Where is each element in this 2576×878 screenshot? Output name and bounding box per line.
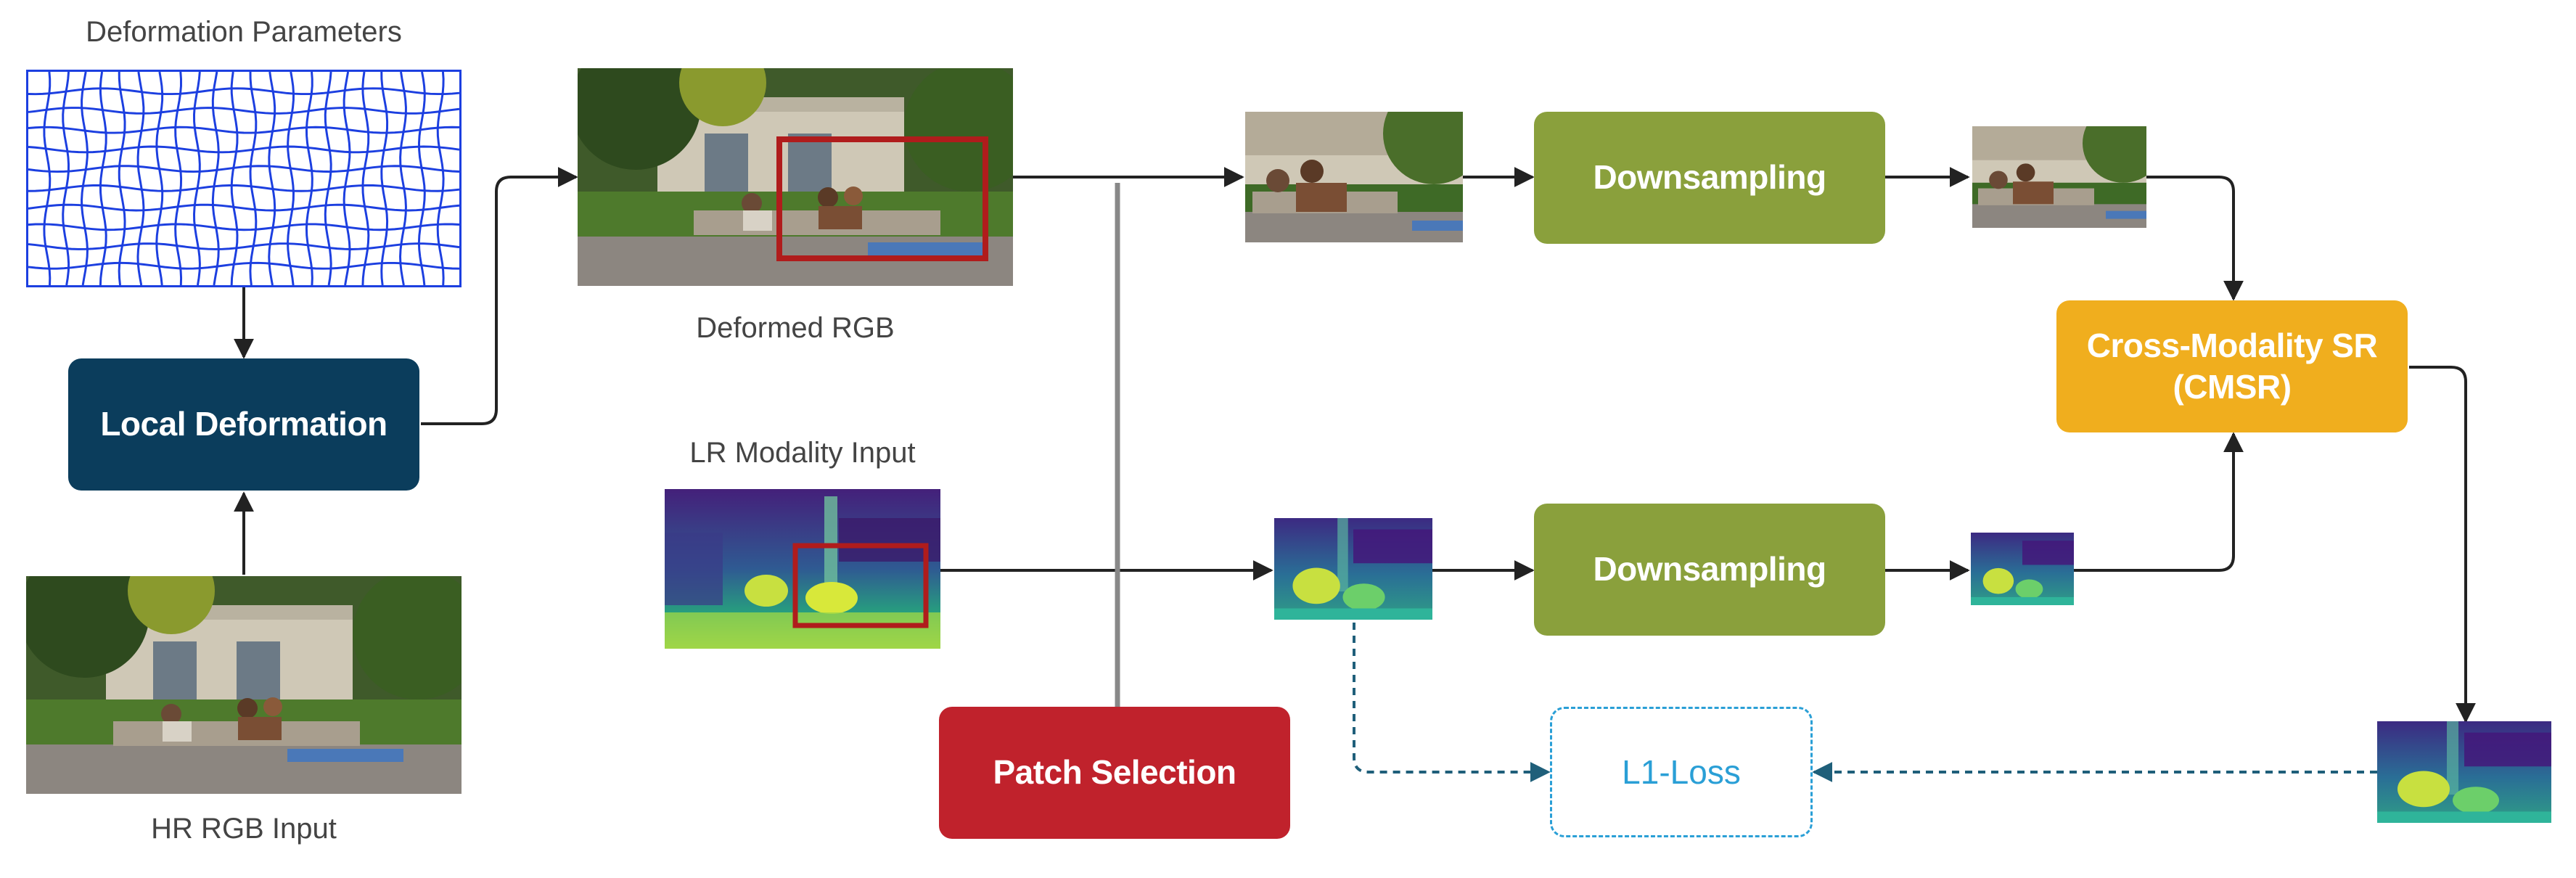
grid-line-horizontal <box>28 107 459 115</box>
patch-selection-block: Patch Selection <box>939 707 1290 839</box>
lr-selection-box <box>792 543 929 628</box>
deformation-grid-image <box>26 70 462 287</box>
grid-line-vertical <box>268 72 276 285</box>
arrow-cmsr-to-output <box>2409 366 2476 723</box>
grid-line-vertical <box>211 72 220 285</box>
grid-line-vertical <box>305 72 313 285</box>
arrow-deform-to-deformed-rgb <box>421 167 578 425</box>
grid-line-vertical <box>399 72 407 285</box>
grid-line-horizontal <box>28 261 459 270</box>
grid-line-vertical <box>136 72 145 285</box>
grid-line-vertical <box>81 72 89 285</box>
grid-line-horizontal <box>28 203 459 212</box>
grid-line-vertical <box>342 72 351 285</box>
grid-line-horizontal <box>28 87 459 96</box>
grid-line-vertical <box>249 72 258 285</box>
grid-line-vertical <box>436 72 445 285</box>
grid-line-vertical <box>193 72 201 285</box>
downsampling-top-label: Downsampling <box>1593 158 1826 197</box>
cmsr-block: Cross-Modality SR (CMSR) <box>2056 300 2408 432</box>
grid-line-horizontal <box>28 126 459 134</box>
arrow-small-lr-to-cmsr <box>2074 432 2244 572</box>
caption-lr-modality-input: LR Modality Input <box>689 437 916 469</box>
grid-line-vertical <box>155 72 164 285</box>
caption-deformed-rgb: Deformed RGB <box>696 312 895 344</box>
sr-output-image <box>2377 721 2551 823</box>
cmsr-label-line1: Cross-Modality SR <box>2086 326 2378 364</box>
rgb-patch-image <box>1245 112 1463 242</box>
cmsr-label-line2: (CMSR) <box>2173 368 2292 406</box>
grid-line-vertical <box>230 72 239 285</box>
deformed-rgb-selection-box <box>776 136 988 261</box>
grid-line-vertical <box>417 72 426 285</box>
lr-patch-image <box>1274 518 1432 620</box>
dashed-arrow-lr-patch-to-loss <box>1353 623 1551 782</box>
grid-line-vertical <box>43 72 52 285</box>
grid-line-horizontal <box>28 184 459 192</box>
small-rgb-patch-image <box>1972 126 2146 228</box>
caption-hr-rgb-input: HR RGB Input <box>151 813 337 845</box>
grid-line-horizontal <box>28 223 459 231</box>
patch-selection-label: Patch Selection <box>993 753 1236 792</box>
arrow-small-rgb-to-cmsr <box>2146 176 2244 301</box>
downsampling-bottom-label: Downsampling <box>1593 550 1826 588</box>
hr-rgb-image <box>26 576 462 794</box>
caption-deformation-parameters: Deformation Parameters <box>86 16 402 48</box>
l1-loss-block: L1-Loss <box>1550 707 1813 837</box>
grid-line-vertical <box>380 72 389 285</box>
grid-line-horizontal <box>28 165 459 173</box>
lr-modality-image <box>665 489 940 649</box>
small-lr-patch-image <box>1971 533 2074 605</box>
l1-loss-label: L1-Loss <box>1622 753 1741 791</box>
grid-line-vertical <box>324 72 332 285</box>
grid-line-horizontal <box>28 242 459 250</box>
grid-line-vertical <box>174 72 183 285</box>
grid-line-vertical <box>361 72 370 285</box>
downsampling-block-bottom: Downsampling <box>1534 504 1885 636</box>
grid-line-horizontal <box>28 145 459 154</box>
local-deformation-label: Local Deformation <box>100 405 387 443</box>
deformed-rgb-image <box>578 68 1013 286</box>
grid-line-vertical <box>118 72 126 285</box>
grid-line-vertical <box>99 72 107 285</box>
downsampling-block-top: Downsampling <box>1534 112 1885 244</box>
local-deformation-block: Local Deformation <box>68 358 419 491</box>
grid-line-vertical <box>62 72 70 285</box>
grid-line-vertical <box>287 72 295 285</box>
